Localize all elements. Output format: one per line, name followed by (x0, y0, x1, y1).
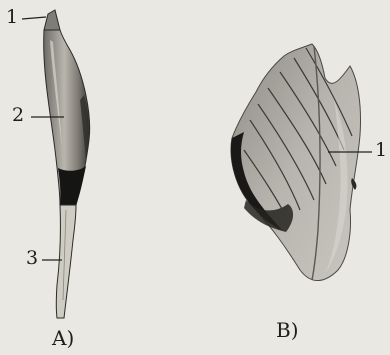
label-b-1: 1 (375, 141, 387, 160)
label-a-1: 1 (6, 8, 18, 27)
label-a-2: 2 (12, 106, 24, 125)
specimen-a (44, 10, 90, 318)
label-a-3: 3 (26, 249, 38, 268)
panel-label-a: A) (52, 328, 74, 348)
specimen-b (231, 44, 361, 281)
panel-label-b: B) (276, 320, 299, 340)
